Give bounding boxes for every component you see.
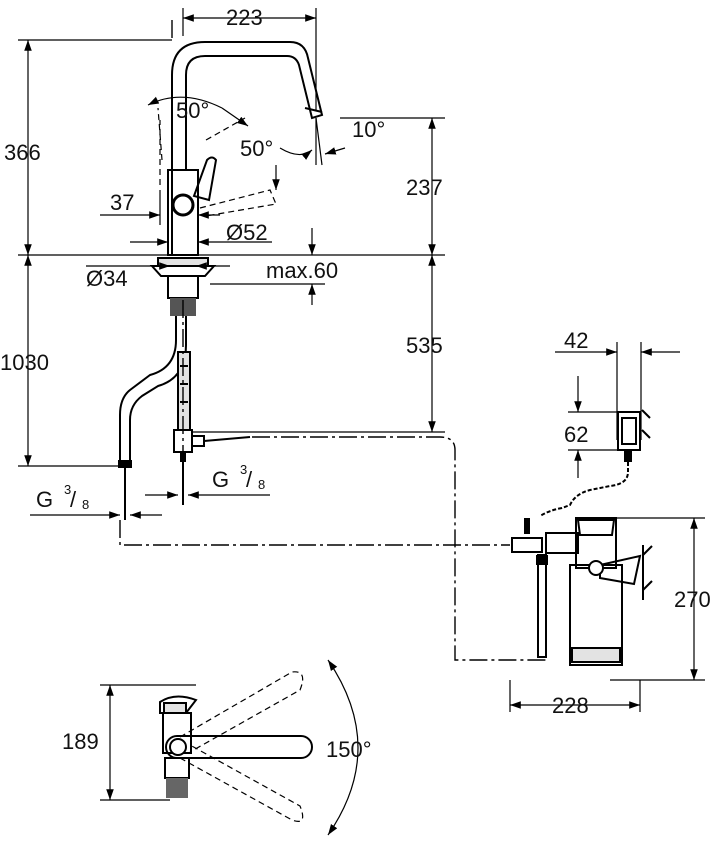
label-filter-height: 270 [674, 587, 711, 612]
handle-pivot [171, 193, 195, 217]
valve-module [539, 342, 680, 517]
label-connection-left-sub: 8 [82, 497, 89, 512]
label-connection-left-slash: / [70, 487, 77, 512]
label-hose-length: 1030 [0, 350, 49, 375]
wall-bracket [599, 554, 642, 586]
label-connection-right-sub: 8 [258, 477, 265, 492]
label-below-deck-length: 535 [406, 333, 443, 358]
sensor-cable [203, 436, 251, 442]
faucet-spout [171, 41, 324, 255]
label-swivel-angle: 150° [326, 737, 372, 762]
flexible-hose [119, 316, 177, 460]
label-valve-width: 42 [564, 328, 588, 353]
label-connection-left-sup: 3 [64, 482, 71, 497]
label-filter-width: 228 [552, 693, 589, 718]
label-outlet-height: 237 [406, 175, 443, 200]
label-handle-angle-side: 50° [240, 136, 273, 161]
label-connection-right-sup: 3 [240, 462, 247, 477]
label-valve-height: 62 [564, 422, 588, 447]
label-connection-right-slash: / [246, 467, 253, 492]
label-hole-diameter: Ø34 [86, 266, 128, 291]
label-max-deck-thickness: max.60 [266, 258, 338, 283]
label-spout-reach: 223 [226, 5, 263, 30]
label-body-diameter: Ø52 [226, 220, 268, 245]
dimension-labels: 223 366 50° 50° 10° 237 37 Ø52 Ø34 max.6… [0, 5, 711, 762]
faucet-side-view [118, 20, 548, 661]
label-connection-right: G [212, 467, 229, 492]
label-overall-height: 366 [4, 140, 41, 165]
filter-unit [509, 517, 705, 712]
label-handle-width: 37 [110, 190, 134, 215]
label-handle-angle-top: 50° [176, 98, 209, 123]
label-top-view-depth: 189 [62, 729, 99, 754]
label-spout-tilt: 10° [352, 117, 385, 142]
faucet-top-view [100, 659, 359, 836]
dimension-lines [18, 8, 445, 519]
mounting-plate [157, 257, 209, 267]
supply-tube [177, 351, 191, 431]
label-connection-left: G [36, 487, 53, 512]
faucet-handle [192, 156, 218, 202]
top-view-spout [165, 735, 313, 759]
